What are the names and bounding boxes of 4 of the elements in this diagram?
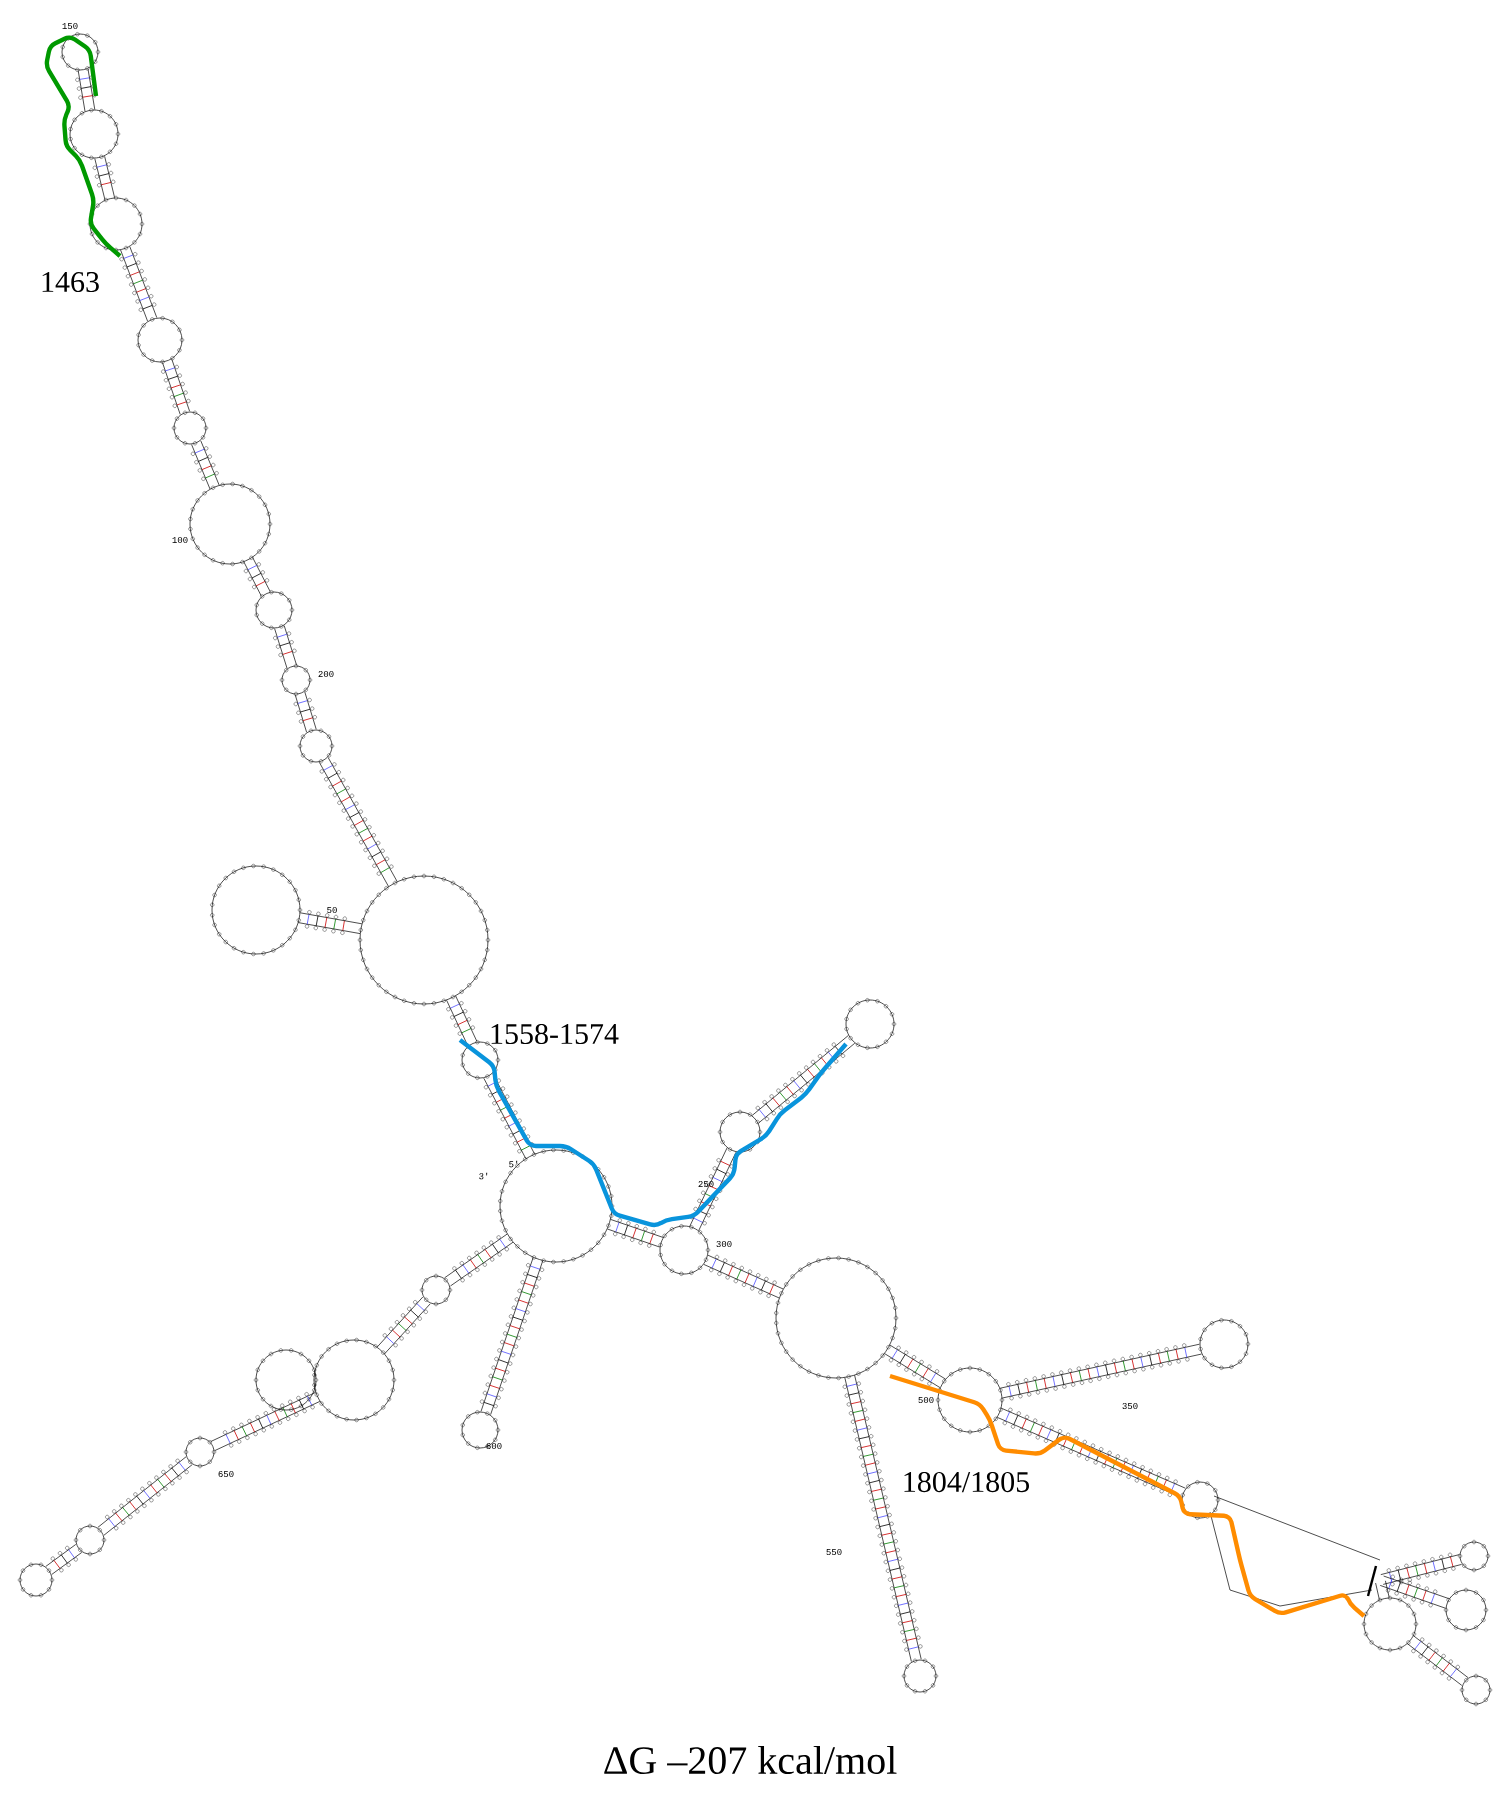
position-label: 1463 (42, 271, 99, 293)
position-label: 1804/1805 (904, 1471, 1029, 1493)
position-label: 1558-1574 (491, 1023, 619, 1045)
caption: ΔG –207 kcal/mol (604, 1745, 897, 1775)
